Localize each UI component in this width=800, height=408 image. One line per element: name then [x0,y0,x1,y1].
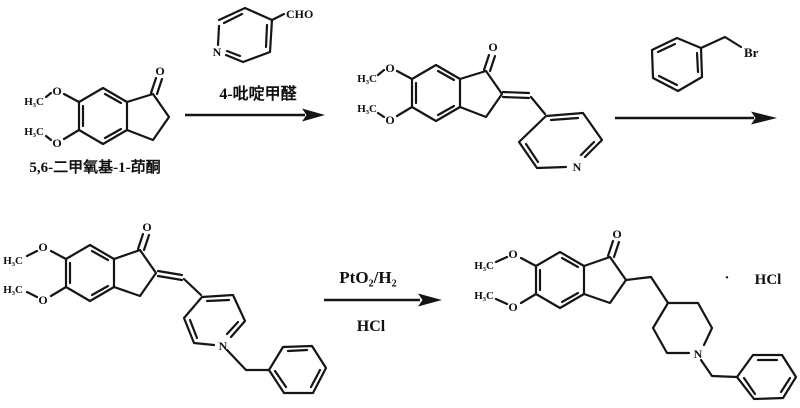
ether-o-label: O [52,84,61,98]
carbonyl-double-bond [149,76,164,96]
benzene-ring [410,63,462,123]
exocyclic-double-bond [156,269,184,282]
phenyl-ring [650,36,704,93]
ether-o-label: O [508,300,517,314]
carbonyl-double-bond [606,239,621,259]
methine-to-pyridine-bond [529,95,547,116]
reagent-name: 4-吡啶甲醛 [219,84,297,103]
benzene-ring [77,86,129,146]
aromatic-inner-bonds [656,42,700,87]
structure-pyridinylmethylene-indanone: O O O H₃C H₃C N [357,40,604,174]
carbonyl-o-label: O [142,220,151,234]
aromatic-inner-bonds [222,12,269,58]
ether-o-label: O [508,247,517,261]
methylene-linker-bonds [624,275,670,305]
aromatic-inner-bonds [414,69,456,117]
carbonyl-o-label: O [488,40,497,54]
arrow-head [751,111,777,125]
aromatic-inner-bonds [81,92,123,140]
aromatic-inner-bonds [273,348,322,389]
methyl-label: H₃C [474,260,494,272]
pyridine-ring [216,6,274,64]
compound-name: 5,6-二甲氧基-1-茚酮 [29,158,160,176]
acid-label: HCl [357,318,386,335]
ether-o-label: O [385,113,394,127]
pyridine-ring [517,111,604,170]
pyridine-n-label: N [573,160,582,174]
methoxy-bonds [25,249,68,299]
pyridine-ring [182,293,247,347]
salt-hcl-label: HCl [755,272,782,288]
methyl-label: H₃C [357,73,377,85]
pyridine-n-label: N [213,45,222,59]
cyclopentanone-ring [458,69,504,119]
methyl-label: H₃C [3,284,23,296]
methoxy-bonds [44,91,81,142]
bromine-label: Br [744,45,759,60]
arrow-step2 [615,111,777,125]
benzene-ring [534,250,586,310]
aromatic-inner-bonds [742,358,792,396]
reagent-4-pyridinecarboxaldehyde: N CHO 4-吡啶甲醛 [213,6,313,103]
benzylic-bonds [699,35,743,50]
ether-o-label: O [385,61,394,75]
aromatic-inner-bonds [68,249,110,297]
exocyclic-double-bond [501,90,531,100]
arrow-head [418,293,442,307]
aromatic-inner-bonds [538,256,580,304]
methoxy-bonds [494,255,538,306]
pyridine-n-label: N [219,339,228,353]
methyl-label: H₃C [357,103,377,115]
salt-dot: · [724,270,729,286]
methyl-label: H₃C [3,255,23,267]
n-benzyl-bonds [699,358,739,379]
cyclopentanone-ring [112,248,158,298]
carbonyl-double-bond [136,232,151,252]
catalyst-label: PtO₂/H₂ [339,268,396,287]
methine-to-pyridine-bond [182,277,203,297]
aromatic-inner-bonds [188,298,240,340]
ether-o-label: O [38,293,47,307]
phenyl-ring [735,353,798,401]
cyclopentanone-ring [125,92,171,142]
n-benzyl-bonds [225,348,271,372]
piperidine-n-label: N [694,347,703,361]
methyl-label: H₃C [24,126,44,138]
arrow-step3: PtO₂/H₂ HCl [324,268,442,335]
structure-n-benzyl-intermediate: O O O H₃C H₃C N [3,220,328,395]
structure-56-dimethoxy-1-indanone: O O O H₃C H₃C 5,6-二甲氧基-1-茚酮 [24,64,171,176]
carbonyl-o-label: O [612,227,621,241]
piperidine-ring [651,301,714,355]
carbonyl-double-bond [482,53,497,73]
methyl-label: H₃C [474,290,494,302]
ether-o-label: O [38,240,47,254]
cyclopentanone-ring [582,255,628,305]
arrow-step1 [185,108,325,122]
carbonyl-o-label: O [155,64,164,78]
benzene-ring [64,243,116,303]
methoxy-bonds [376,68,414,119]
ether-o-label: O [52,136,61,150]
structure-donepezil-hydrochloride: O O O H₃C H₃C N · HCl [474,227,798,401]
reagent-benzyl-bromide: Br [650,35,759,93]
aromatic-inner-bonds [524,116,596,164]
methyl-label: H₃C [24,96,44,108]
aldehyde-label: CHO [286,7,313,21]
arrow-head [302,108,325,122]
aldehyde-bond [270,12,286,22]
phenyl-ring [267,344,328,395]
